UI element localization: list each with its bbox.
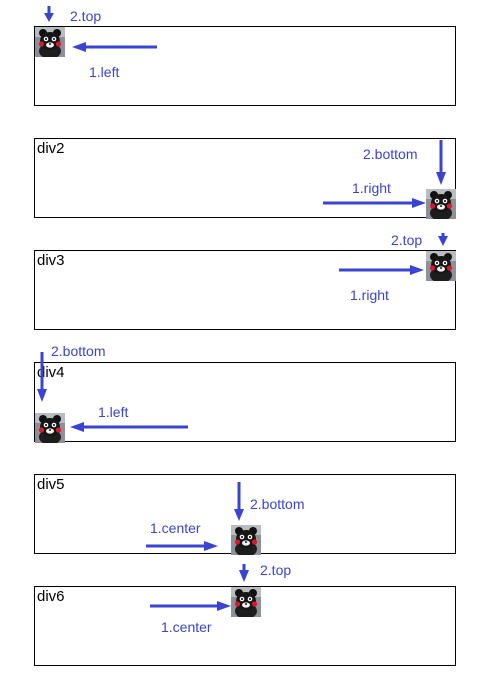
bear-image xyxy=(231,525,261,555)
arrow-right-2 xyxy=(323,198,426,208)
bear-image xyxy=(426,189,456,219)
arrow-down-1 xyxy=(44,6,54,22)
v-label-1: 2.top xyxy=(70,8,102,24)
bear-image xyxy=(35,413,65,443)
arrow-right-5 xyxy=(146,541,218,551)
div2-label: div2 xyxy=(37,140,65,157)
bear-image xyxy=(231,587,261,617)
div2-box: div2 xyxy=(34,138,456,218)
div1-box xyxy=(34,26,456,106)
bear-image xyxy=(35,27,65,57)
arrow-down-6 xyxy=(239,564,249,582)
arrow-right-3 xyxy=(339,265,424,275)
arrow-right-6 xyxy=(150,601,231,611)
arrow-down-4 xyxy=(37,352,47,402)
div3-box: div3 xyxy=(34,250,456,330)
h-label-6: 1.center xyxy=(161,619,212,635)
h-label-5: 1.center xyxy=(150,520,201,536)
v-label-2: 2.bottom xyxy=(363,146,418,162)
arrow-down-5 xyxy=(234,482,244,521)
v-label-4: 2.bottom xyxy=(51,343,106,359)
div3-label: div3 xyxy=(37,252,65,269)
arrow-left-4 xyxy=(70,422,188,432)
h-label-3: 1.right xyxy=(350,287,389,303)
v-label-5: 2.bottom xyxy=(250,496,305,512)
div4-label: div4 xyxy=(37,364,65,381)
arrow-down-2 xyxy=(436,140,446,185)
h-label-1: 1.left xyxy=(89,64,120,80)
div6-label: div6 xyxy=(37,588,65,605)
arrow-left-1 xyxy=(72,42,157,52)
h-label-2: 1.right xyxy=(352,180,391,196)
h-label-4: 1.left xyxy=(98,404,129,420)
arrow-down-3 xyxy=(438,233,448,246)
div6-box: div6 xyxy=(34,586,456,666)
v-label-3: 2.top xyxy=(391,232,423,248)
div5-label: div5 xyxy=(37,476,65,493)
div4-box: div4 xyxy=(34,362,456,442)
v-label-6: 2.top xyxy=(260,562,292,578)
bear-image xyxy=(426,251,456,281)
